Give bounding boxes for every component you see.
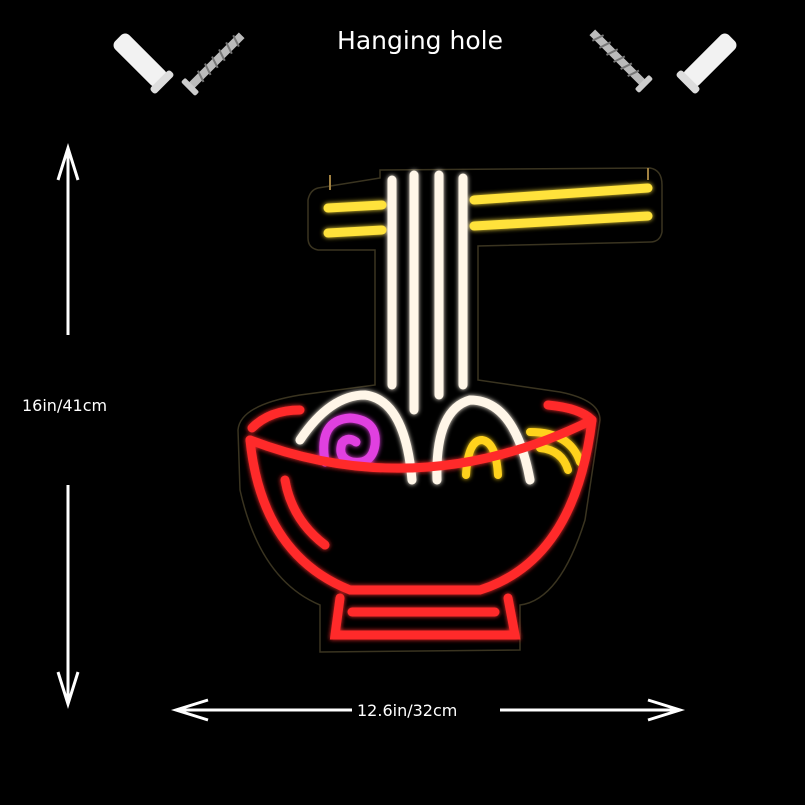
noodles <box>295 170 535 485</box>
wall-anchor-left-icon <box>113 33 174 94</box>
screw-right-icon <box>589 29 653 93</box>
bowl <box>245 400 597 640</box>
wall-anchor-right-icon <box>676 33 737 94</box>
width-arrow-icon <box>170 698 686 722</box>
acrylic-backing <box>237 167 663 653</box>
hanging-hole-label: Hanging hole <box>337 26 503 55</box>
width-label: 12.6in/32cm <box>357 701 458 720</box>
naruto <box>319 413 380 467</box>
height-arrow-icon <box>56 142 80 710</box>
height-label: 16in/41cm <box>22 396 108 415</box>
chopsticks <box>323 183 653 238</box>
screw-left-icon <box>181 32 245 96</box>
